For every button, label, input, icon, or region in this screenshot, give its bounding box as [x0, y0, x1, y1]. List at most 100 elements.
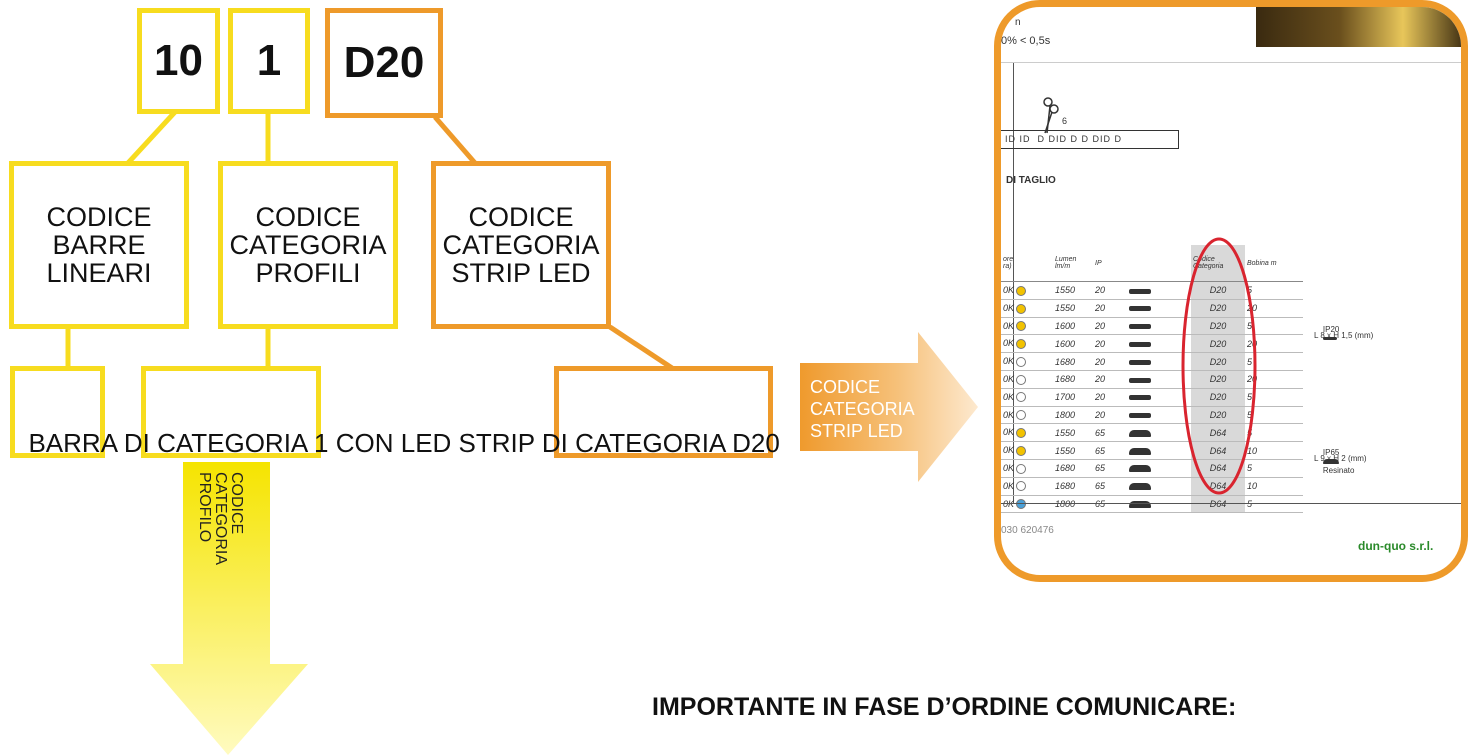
color-temp-dot-icon [1016, 445, 1027, 456]
cell-bobina: 5 [1245, 459, 1303, 478]
strip-flat-icon [1322, 337, 1337, 341]
cell-code-text: D64 [1209, 445, 1227, 456]
code-column-highlight [1181, 237, 1257, 495]
cell-code-text: D20 [1209, 392, 1227, 403]
cell-ip: 20 [1093, 317, 1127, 336]
cell-bobina-text: 5 [1247, 463, 1253, 474]
cell-icon [1127, 317, 1191, 336]
cell-lumen-text: 1600 [1055, 338, 1076, 349]
cell-lumen: 1600 [1053, 334, 1093, 354]
cell-a: 0K [1001, 388, 1053, 407]
cell-bobina: 10 [1245, 477, 1303, 496]
cell-lumen-text: 1680 [1055, 463, 1076, 474]
cell-a: 0K [1001, 441, 1053, 460]
cell-a-text: 0K [1003, 302, 1015, 313]
cell-a-text: 0K [1003, 409, 1015, 420]
cell-a: 0K [1001, 406, 1053, 425]
cell-code-text: D20 [1209, 356, 1227, 367]
cell-ip-text: 65 [1095, 481, 1106, 492]
sentence-categoria-1: CATEGORIA 1 [157, 428, 329, 458]
color-temp-dot-icon [1016, 428, 1027, 439]
cell-a: 0K [1001, 459, 1053, 478]
table-bottom-rule [1001, 503, 1461, 504]
cell-lumen: 1800 [1053, 406, 1093, 425]
cell-a: 0K [1001, 370, 1053, 389]
cut-label: DI TAGLIO [1006, 175, 1056, 186]
cell-code: D20 [1191, 352, 1245, 371]
strip-flat-icon [1129, 377, 1151, 383]
cell-code-text: D20 [1209, 320, 1227, 331]
catalog-top-fragment-1: n [1015, 17, 1021, 28]
sentence-di: DI [116, 428, 158, 458]
cell-a: 0K [1001, 281, 1053, 300]
cell-bobina-text: 5 [1247, 409, 1253, 420]
cell-bobina-text: 5 [1247, 356, 1253, 367]
cell-ip: 65 [1093, 441, 1127, 460]
cell-lumen-text: 1680 [1055, 356, 1076, 367]
cell-ip: 20 [1093, 281, 1127, 300]
cell-ip: 65 [1093, 477, 1127, 496]
cell-lumen-text: 1680 [1055, 374, 1076, 385]
strip-resin-icon [1322, 459, 1339, 465]
sentence-categoria-d20: CATEGORIA D20 [575, 428, 780, 458]
cell-ip-text: 20 [1095, 285, 1106, 296]
cut-dimension: 6 [1062, 116, 1068, 126]
cell-code-text: D20 [1209, 303, 1227, 314]
highlight-categoria-1 [141, 366, 321, 458]
cell-ip-text: 65 [1095, 427, 1106, 438]
cell-ip: 20 [1093, 299, 1127, 318]
cell-bobina: 5 [1245, 317, 1303, 336]
cell-lumen-text: 1550 [1055, 445, 1076, 456]
cell-code: D64 [1191, 423, 1245, 443]
cell-a-text: 0K [1003, 391, 1015, 402]
cell-a-text: 0K [1003, 427, 1015, 438]
cell-ip-text: 20 [1095, 392, 1106, 403]
color-temp-dot-icon [1016, 356, 1027, 367]
cell-a: 0K [1001, 477, 1053, 496]
color-temp-dot-icon [1016, 321, 1027, 332]
cell-bobina-text: 20 [1247, 374, 1258, 385]
cell-ip: 20 [1093, 370, 1127, 389]
cell-lumen-text: 1550 [1055, 303, 1076, 314]
catalog-top-fragment-2: 0% < 0,5s [1001, 35, 1051, 47]
cell-ip-text: 20 [1095, 338, 1106, 349]
sentence: BARRA DI CATEGORIA 1 CON LED STRIP DI CA… [14, 397, 780, 459]
note-ip20-dim: L 8 x H 1,5 (mm) [1314, 331, 1374, 340]
th-icon [1127, 245, 1191, 282]
cell-bobina: 20 [1245, 334, 1303, 354]
cell-code: D20 [1191, 281, 1245, 300]
scissors-icon [1043, 97, 1059, 134]
cell-lumen: 1600 [1053, 317, 1093, 336]
note-ip20-label: IP20 [1322, 325, 1340, 334]
catalog-phone: 030 620476 [1001, 525, 1054, 536]
cell-bobina-text: 5 [1247, 392, 1253, 403]
cell-lumen: 1680 [1053, 459, 1093, 478]
desc-strip-box: CODICE CATEGORIA STRIP LED [431, 161, 611, 329]
cell-code-text: D20 [1209, 338, 1227, 349]
cell-a-text: 0K [1003, 445, 1015, 456]
cell-a: 0K [1001, 299, 1053, 318]
cell-code: D20 [1191, 334, 1245, 354]
color-temp-dot-icon [1016, 481, 1027, 492]
cell-lumen: 1550 [1053, 441, 1093, 460]
cell-lumen: 1680 [1053, 352, 1093, 371]
highlight-barra [10, 366, 105, 458]
sentence-barra: BARRA [28, 428, 117, 458]
cell-code: D20 [1191, 299, 1245, 318]
catalog-divider [1001, 62, 1461, 63]
catalog-table: ore ra) Lumen lm/m IP Codice Categoria B… [1001, 245, 1303, 514]
cell-ip-text: 20 [1095, 409, 1106, 420]
cell-ip: 20 [1093, 352, 1127, 371]
cell-icon [1127, 477, 1191, 496]
cell-lumen-text: 1550 [1055, 427, 1076, 438]
cell-ip-text: 65 [1095, 463, 1106, 474]
strip-flat-icon [1129, 341, 1151, 347]
strip-flat-icon [1129, 288, 1151, 294]
color-temp-dot-icon [1016, 499, 1027, 510]
sentence-con-led-strip: CON LED STRIP DI [328, 428, 576, 458]
strip-flat-icon [1129, 324, 1151, 330]
